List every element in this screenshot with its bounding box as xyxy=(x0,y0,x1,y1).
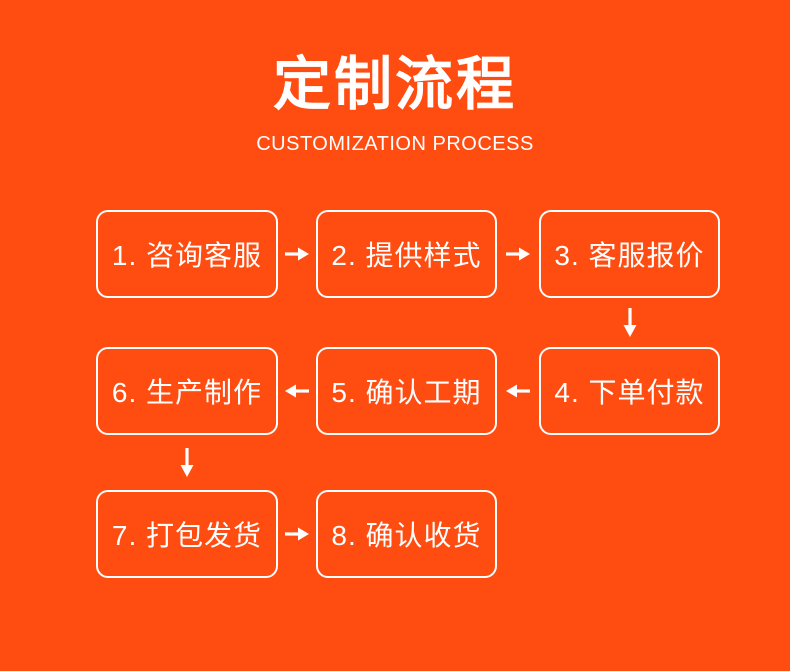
flow-step-7-label: 7. 打包发货 xyxy=(111,520,263,551)
flow-step-6-label: 6. 生产制作 xyxy=(111,377,263,408)
arrow-right-icon xyxy=(278,210,316,298)
flow-step-6: 6. 生产制作 xyxy=(96,347,278,435)
flow-step-8-label: 8. 确认收货 xyxy=(331,520,482,551)
flow-step-3-label: 3. 客服报价 xyxy=(554,240,705,271)
flow-step-5-label: 5. 确认工期 xyxy=(331,377,482,408)
arrow-right-icon xyxy=(497,210,539,298)
header: 定制流程 CUSTOMIZATION PROCESS xyxy=(0,0,790,156)
flow-step-2: 2. 提供样式 xyxy=(316,210,497,298)
flow-step-8: 8. 确认收货 xyxy=(316,490,497,578)
arrow-down-icon xyxy=(539,298,720,347)
arrow-down-icon xyxy=(96,435,278,490)
flow-step-7: 7. 打包发货 xyxy=(96,490,278,578)
flow-step-4: 4. 下单付款 xyxy=(539,347,720,435)
page-title: 定制流程 xyxy=(272,52,517,117)
page-subtitle: CUSTOMIZATION PROCESS xyxy=(256,133,534,155)
arrow-left-icon xyxy=(497,347,539,435)
flow-step-4-label: 4. 下单付款 xyxy=(554,377,705,408)
flow-step-1-label: 1. 咨询客服 xyxy=(111,240,263,271)
arrow-left-icon xyxy=(278,347,316,435)
flow-step-5: 5. 确认工期 xyxy=(316,347,497,435)
arrow-right-icon xyxy=(278,490,316,578)
flow-step-3: 3. 客服报价 xyxy=(539,210,720,298)
flow-chart: 1. 咨询客服 2. 提供样式 3. 客服报价 xyxy=(96,210,720,578)
flow-step-1: 1. 咨询客服 xyxy=(96,210,278,298)
flow-step-2-label: 2. 提供样式 xyxy=(331,240,482,271)
